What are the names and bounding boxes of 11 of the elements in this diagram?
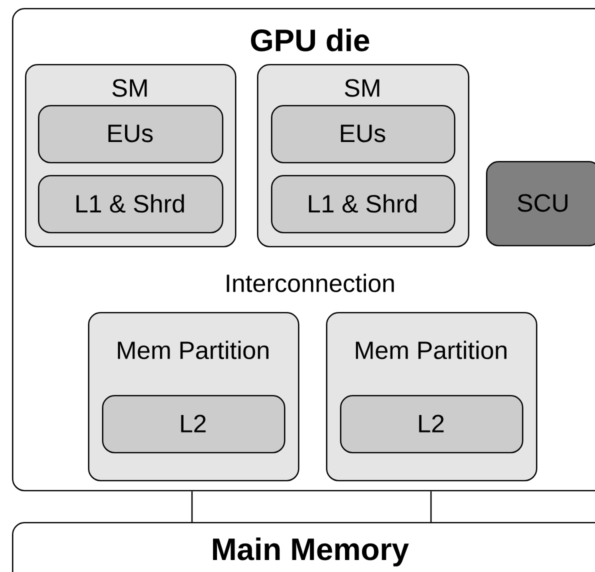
cache-box: L1 & Shrd [271,174,456,234]
connector-line [430,491,432,522]
cache-box: L2 [340,394,524,454]
bus-label: Interconnection [226,274,394,292]
unit-box: EUs [38,105,224,164]
connector-line [191,491,193,522]
cache-box: L1 & Shrd [38,174,224,234]
scu-box: SCU [486,160,595,246]
cache-box: L2 [102,394,286,454]
unit-box: EUs [271,105,456,164]
memory-box: Main Memory [12,522,595,572]
